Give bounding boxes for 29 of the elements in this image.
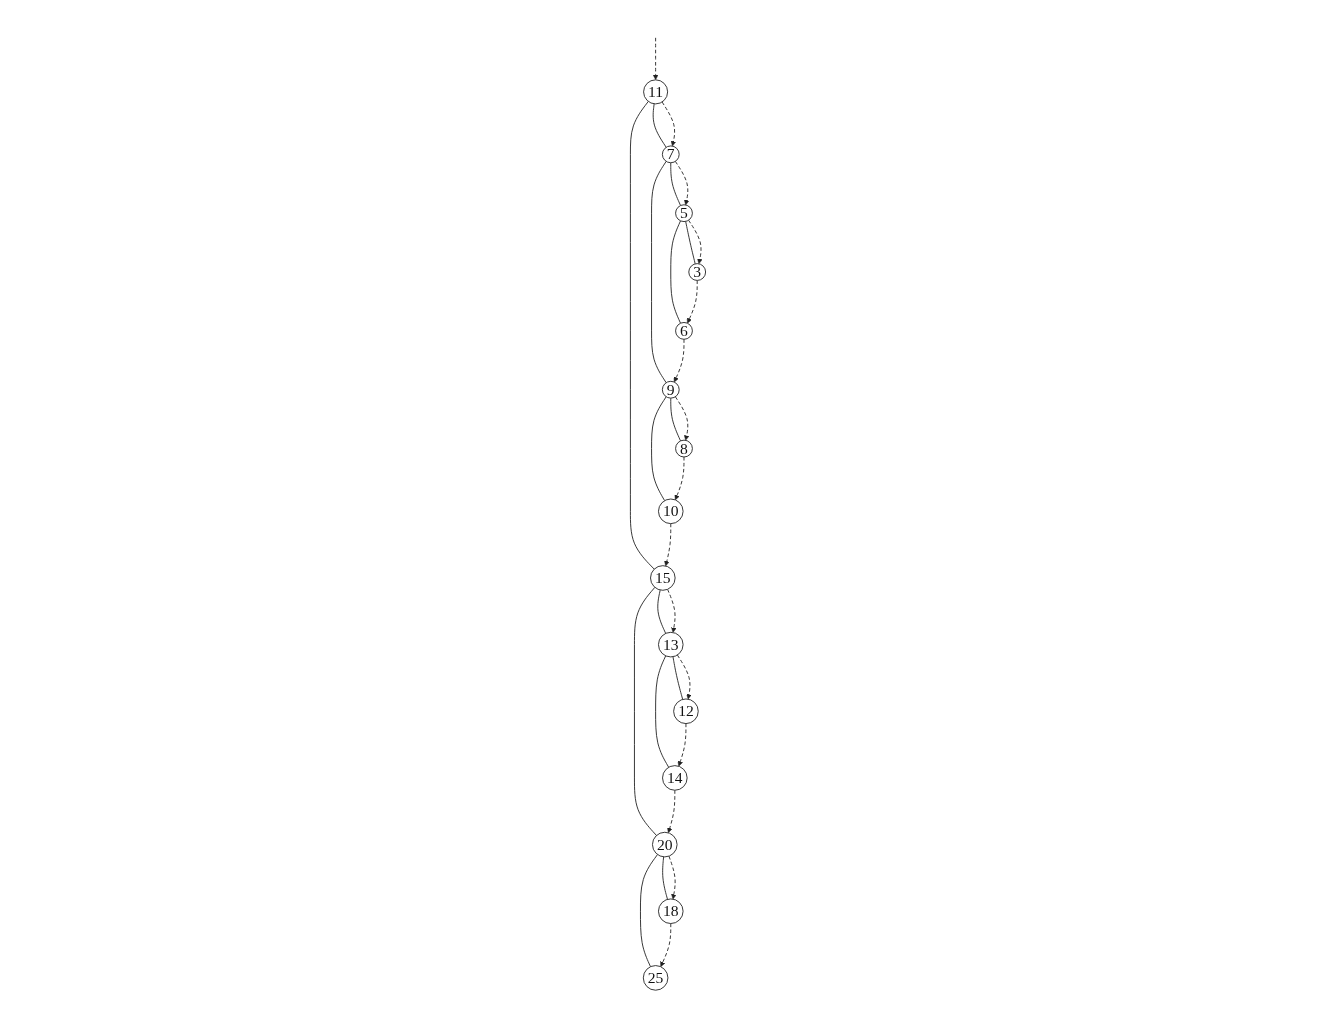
node-circle: 20 (652, 831, 678, 858)
node-circle: 12 (673, 698, 699, 725)
connector (685, 220, 696, 265)
connector (655, 655, 670, 768)
connector (629, 101, 655, 570)
connector (640, 854, 658, 968)
connector (672, 656, 684, 700)
node-circle: 25 (642, 965, 669, 991)
connector (670, 397, 681, 442)
node-circle: 3 (688, 263, 707, 281)
node-circle: 9 (661, 380, 680, 399)
connector (634, 586, 657, 836)
connector (657, 589, 667, 634)
connector (670, 220, 681, 324)
connector (652, 103, 667, 148)
node-circle: 10 (658, 498, 684, 525)
node-circle: 8 (675, 439, 693, 458)
node-circle: 13 (658, 631, 684, 658)
node-circle: 5 (675, 204, 693, 223)
node-circle: 7 (661, 145, 680, 164)
connector (670, 162, 681, 206)
node-circle: 6 (675, 322, 693, 340)
connector (662, 856, 668, 900)
node-circle: 18 (658, 898, 684, 924)
node-circle: 15 (650, 565, 676, 591)
connector (651, 396, 667, 502)
node-circle: 11 (643, 79, 669, 105)
connector (651, 160, 667, 384)
node-circle: 14 (662, 765, 688, 791)
